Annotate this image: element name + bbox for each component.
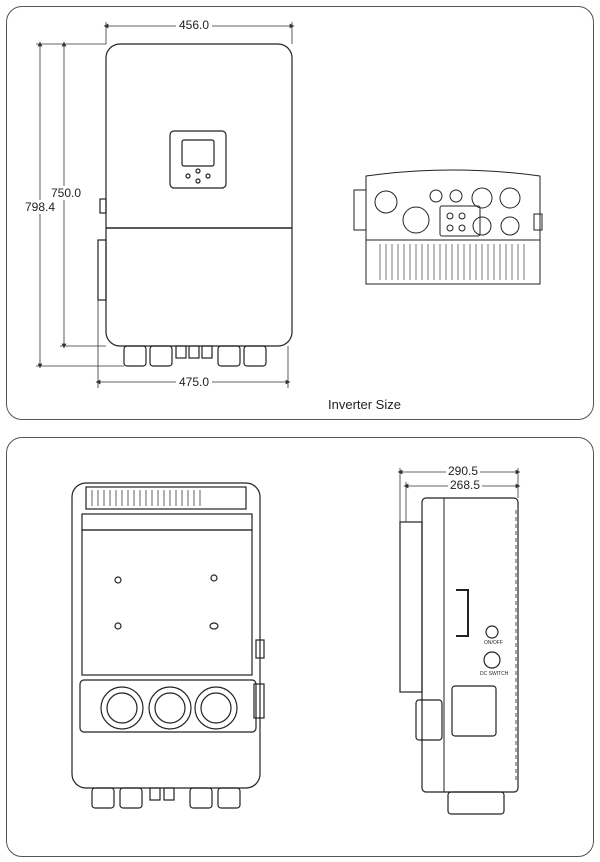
front-cable-glands (123, 345, 267, 367)
bottom-view-side-tab (533, 213, 543, 231)
side-gland-block (415, 699, 443, 741)
rear-top-fins (91, 490, 201, 506)
bottom-view (353, 169, 543, 285)
rear-cable-glands (91, 787, 241, 809)
port-small-2 (449, 189, 463, 203)
front-side-plate (97, 239, 107, 301)
rear-fans (100, 686, 238, 730)
rear-mount-plate (81, 529, 253, 676)
side-depth-total-label: 290.5 (448, 464, 478, 478)
base-width-label: 475.0 (179, 375, 209, 389)
port-right-2 (499, 187, 521, 209)
port-battery-large (402, 206, 430, 234)
display-module (169, 130, 227, 189)
rear-top-fins-frame (85, 486, 247, 510)
bottom-panel-frame (6, 437, 594, 857)
caption-text: Inverter Size (328, 397, 401, 412)
side-dc-switch (483, 651, 501, 669)
side-handle (456, 589, 469, 637)
side-cover-box (451, 685, 497, 737)
front-height-total-label: 798.4 (25, 200, 55, 214)
button-down (195, 178, 201, 184)
side-depth-body-bg (448, 478, 482, 492)
front-width-label-bg (176, 18, 212, 32)
button-up (195, 168, 201, 174)
side-on-off-label: ON/OFF (484, 640, 503, 646)
port-right-4 (500, 216, 520, 236)
rear-mount-rail (81, 513, 253, 531)
side-depth-total-bg (446, 464, 480, 478)
front-view (97, 43, 293, 367)
display-screen (181, 139, 215, 167)
rear-side-handle (255, 639, 265, 659)
front-bracket (99, 198, 107, 214)
rear-body (71, 482, 261, 789)
side-view (399, 497, 519, 815)
bottom-view-bracket (353, 189, 367, 231)
side-wall-bracket (399, 521, 423, 693)
side-depth-body-label: 268.5 (450, 478, 480, 492)
port-right-3 (472, 216, 492, 236)
rear-fan-housing (79, 679, 257, 733)
port-terminal-block (439, 205, 481, 237)
bottom-view-housing (365, 169, 541, 241)
front-height-label: 750.0 (51, 186, 81, 200)
button-left (185, 173, 191, 179)
rear-side-plate (253, 683, 265, 719)
side-bottom-glands (447, 791, 505, 815)
bottom-view-fins (379, 244, 525, 280)
base-width-label-bg (176, 375, 212, 389)
front-dimension-lines (36, 22, 295, 388)
port-battery-left (374, 190, 398, 214)
front-height-total-label-bg (26, 200, 52, 214)
front-height-label-bg (52, 186, 78, 200)
port-right-1 (471, 187, 493, 209)
button-right (205, 173, 211, 179)
rear-view (71, 482, 265, 809)
side-dc-switch-label: DC SWITCH (480, 671, 509, 677)
front-width-label: 456.0 (179, 18, 209, 32)
bottom-view-fin-block (365, 239, 541, 285)
front-body (105, 43, 293, 347)
port-small-1 (429, 189, 443, 203)
side-on-off-button (485, 625, 499, 639)
side-body (421, 497, 519, 793)
